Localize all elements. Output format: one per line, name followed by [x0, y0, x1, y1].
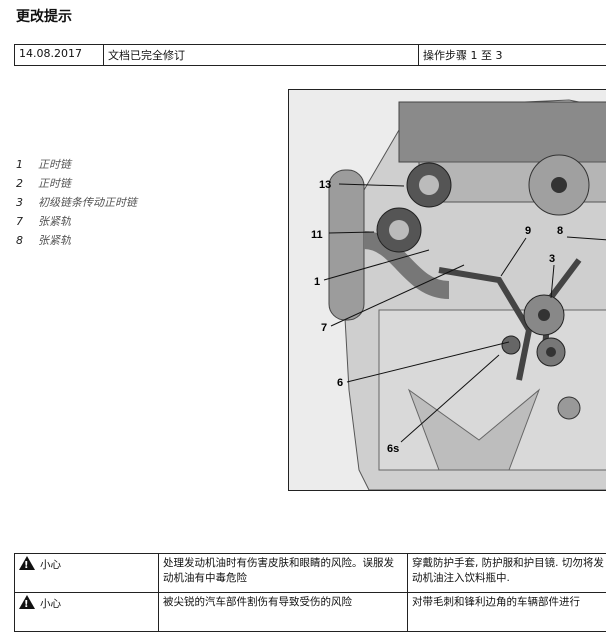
warning-row: 小心 被尖锐的汽车部件割伤有导致受伤的风险 对带毛刺和锋利边角的车辆部件进行	[15, 593, 606, 632]
warning-label: 小心	[40, 598, 61, 610]
legend-num: 7	[16, 212, 38, 231]
warning-label-cell: 小心	[15, 593, 159, 632]
legend-num: 8	[16, 231, 38, 250]
callout-6s: 6s	[387, 443, 399, 455]
warning-action: 对带毛刺和锋利边角的车辆部件进行	[408, 593, 606, 632]
warning-row: 小心 处理发动机油时有伤害皮肤和眼睛的风险。误服发动机油有中毒危险 穿戴防护手套…	[15, 554, 606, 593]
warning-risk: 被尖锐的汽车部件割伤有导致受伤的风险	[159, 593, 408, 632]
warning-triangle-icon	[19, 556, 35, 570]
callout-11: 11	[311, 229, 323, 241]
engine-figure: 13 11 1 7 6 6s 9 8 3	[288, 89, 606, 491]
callout-9: 9	[525, 225, 531, 237]
callout-6: 6	[337, 377, 343, 389]
callout-1: 1	[314, 276, 320, 288]
page-title: 更改提示	[16, 6, 72, 26]
revision-date: 14.08.2017	[15, 45, 104, 66]
legend-num: 2	[16, 174, 38, 193]
warning-risk: 处理发动机油时有伤害皮肤和眼睛的风险。误服发动机油有中毒危险	[159, 554, 408, 593]
warning-label: 小心	[40, 559, 61, 571]
revision-table: 14.08.2017 文档已完全修订 操作步骤 1 至 3	[14, 44, 606, 66]
legend-num: 3	[16, 193, 38, 212]
legend-label: 正时链	[38, 177, 71, 190]
legend-label: 张紧轨	[38, 215, 71, 228]
callout-7: 7	[321, 322, 327, 334]
revision-steps: 操作步骤 1 至 3	[419, 45, 606, 66]
legend-num: 1	[16, 155, 38, 174]
warning-action: 穿戴防护手套, 防护服和护目镜. 切勿将发动机油注入饮料瓶中.	[408, 554, 606, 593]
legend-label: 张紧轨	[38, 234, 71, 247]
legend-label: 初级链条传动正时链	[38, 196, 137, 209]
engine-drawing: 13 11 1 7 6 6s 9 8 3	[289, 90, 606, 490]
warning-triangle-icon	[19, 595, 35, 609]
revision-description: 文档已完全修订	[104, 45, 419, 66]
callout-8: 8	[557, 225, 563, 237]
warning-label-cell: 小心	[15, 554, 159, 593]
revision-row: 14.08.2017 文档已完全修订 操作步骤 1 至 3	[15, 45, 606, 66]
legend-label: 正时链	[38, 158, 71, 171]
warning-table: 小心 处理发动机油时有伤害皮肤和眼睛的风险。误服发动机油有中毒危险 穿戴防护手套…	[14, 553, 606, 632]
callout-13: 13	[319, 179, 331, 191]
callout-3: 3	[549, 253, 555, 265]
